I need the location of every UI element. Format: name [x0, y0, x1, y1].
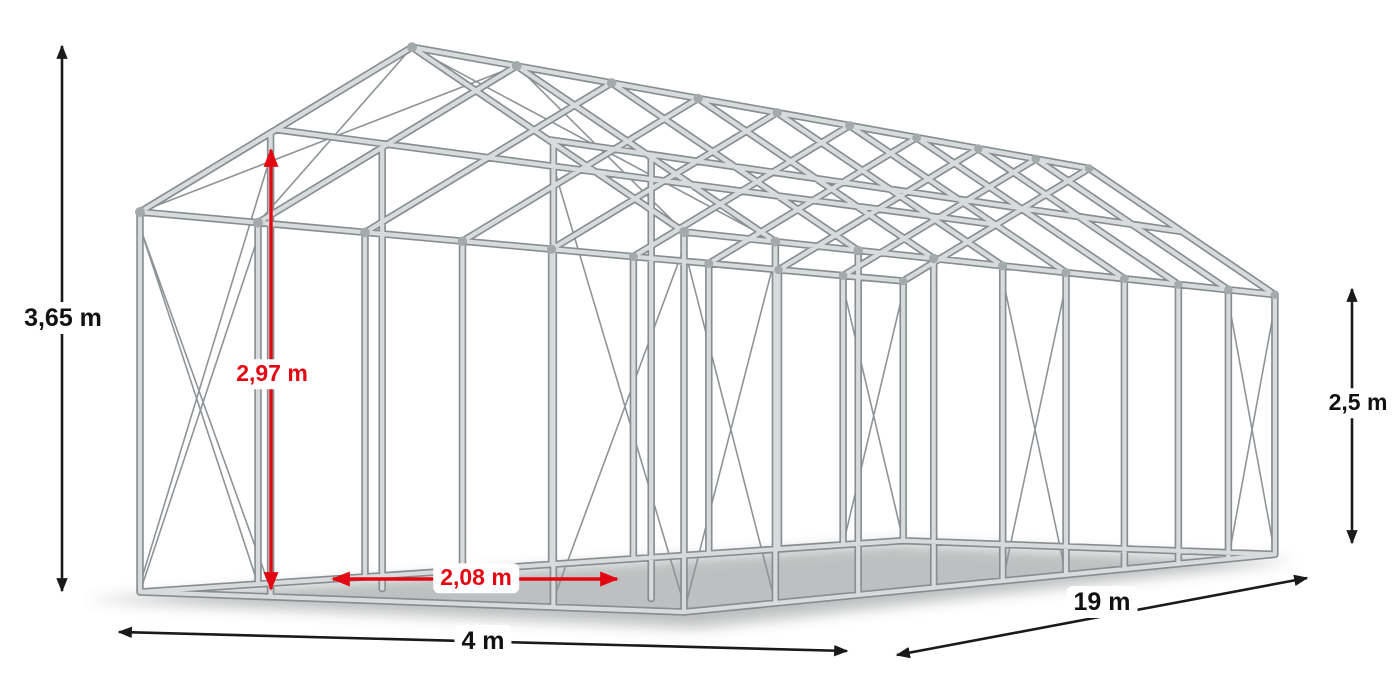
- frame-joint: [998, 261, 1008, 271]
- frame-joint: [1061, 268, 1071, 277]
- frame-joint: [1084, 164, 1094, 173]
- frame-joint: [547, 244, 557, 254]
- frame-joint: [974, 144, 983, 153]
- frame-joint: [606, 78, 617, 88]
- frame-joint: [628, 252, 638, 262]
- frame-joint: [253, 217, 263, 228]
- frame-joint: [679, 227, 689, 237]
- frame-joint: [457, 236, 468, 246]
- dimension-label-side-height: 2,5 m: [1324, 388, 1392, 418]
- frame-joint: [838, 271, 848, 280]
- frame-joint: [912, 133, 921, 143]
- frame-joint: [899, 276, 908, 286]
- frame-joint: [407, 42, 417, 53]
- dimension-label-door-height: 2,97 m: [229, 359, 315, 389]
- frame-joints: [135, 42, 1280, 299]
- frame-joint: [770, 236, 781, 247]
- frame-joint: [845, 121, 855, 131]
- frame-tubes: [137, 45, 1277, 615]
- frame-joint: [774, 265, 783, 275]
- frame-joint: [511, 61, 522, 71]
- frame-joint: [1174, 280, 1183, 289]
- dimension-label-length: 19 m: [1066, 586, 1138, 618]
- frame-joint: [929, 253, 939, 264]
- frame-joint: [1224, 285, 1233, 295]
- frame-joint: [360, 227, 370, 238]
- dimension-label-total-height: 3,65 m: [17, 302, 109, 334]
- frame-joint: [1270, 290, 1280, 299]
- dimension-label-door-width: 2,08 m: [433, 563, 519, 593]
- frame-joint: [135, 207, 145, 217]
- frame-joint: [772, 108, 782, 118]
- frame-joint: [693, 93, 703, 104]
- dimension-label-width: 4 m: [454, 625, 512, 657]
- frame-joint: [1120, 274, 1129, 284]
- frame-joint: [704, 259, 714, 268]
- frame-joint: [853, 245, 863, 256]
- frame-joint: [1031, 154, 1041, 164]
